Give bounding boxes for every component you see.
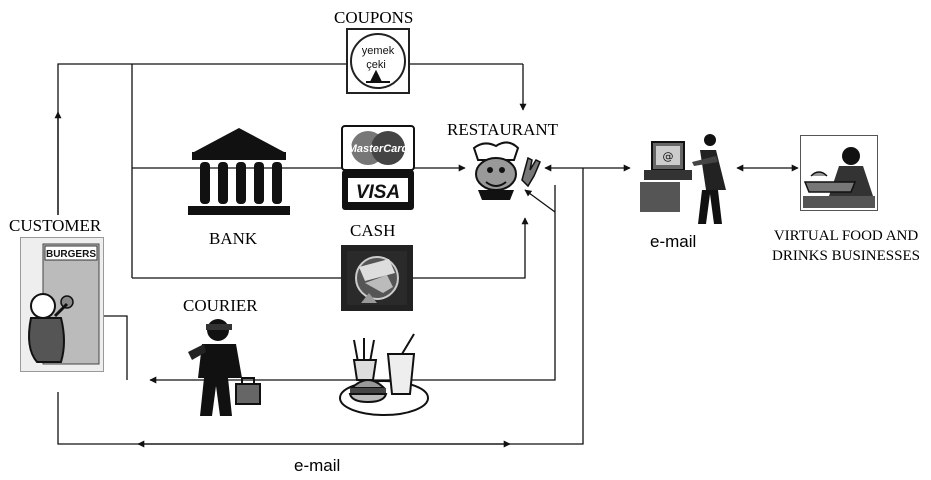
bank-label: BANK bbox=[209, 229, 258, 248]
virtual-business-label: VIRTUAL FOOD AND DRINKS BUSINESSES bbox=[762, 226, 930, 266]
virtual-business-icon bbox=[800, 135, 878, 211]
cash-icon bbox=[341, 245, 413, 311]
credit-cards-icon: MasterCard VISA bbox=[340, 124, 416, 212]
virtual-business-line1: VIRTUAL FOOD AND bbox=[773, 228, 919, 244]
courier-icon bbox=[182, 316, 262, 424]
coupons-label: COUPONS bbox=[334, 8, 414, 27]
courier-label: COURIER bbox=[183, 296, 258, 315]
cash-line bbox=[132, 217, 529, 279]
restaurant-courier-line bbox=[149, 185, 556, 384]
bank-icon bbox=[184, 124, 294, 219]
coupon-icon: yemek çeki bbox=[346, 28, 410, 94]
customer-courier-link bbox=[104, 315, 128, 380]
svg-text:@: @ bbox=[663, 150, 674, 163]
email-right-label: e-mail bbox=[650, 232, 697, 251]
burgers-sign-text: BURGERS bbox=[46, 249, 96, 260]
customer-label: CUSTOMER bbox=[9, 216, 102, 235]
visa-text: VISA bbox=[356, 182, 400, 203]
customer-icon: BURGERS bbox=[20, 237, 104, 372]
coupon-text-1: yemek bbox=[362, 45, 395, 57]
coupon-text-2: çeki bbox=[366, 59, 386, 71]
cash-label: CASH bbox=[350, 221, 396, 240]
restaurant-diagonal-arrow bbox=[524, 189, 556, 213]
bottom-email-line bbox=[57, 168, 584, 445]
restaurant-label: RESTAURANT bbox=[447, 120, 559, 139]
email-bottom-label: e-mail bbox=[294, 456, 341, 475]
food-drink-icon bbox=[338, 332, 432, 418]
chef-icon bbox=[466, 140, 546, 202]
mastercard-text: MasterCard bbox=[348, 143, 409, 155]
virtual-business-line2: DRINKS BUSINESSES bbox=[772, 248, 920, 264]
email-computer-icon: @ bbox=[638, 130, 736, 228]
